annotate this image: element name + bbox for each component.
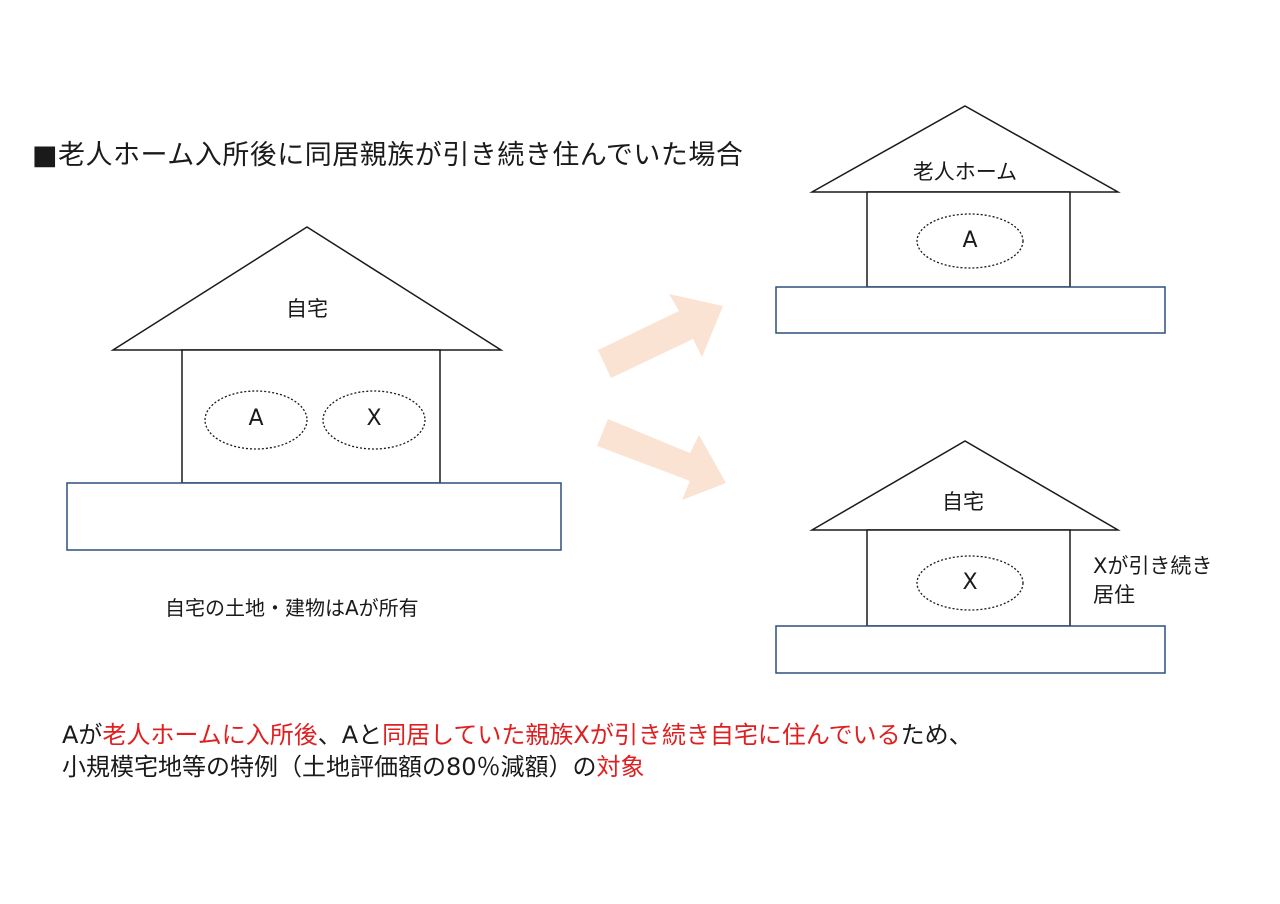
arrow-down-right (597, 419, 726, 500)
left-occupant-a-label: A (248, 406, 264, 431)
continued-residence-note-line1: Xが引き続き (1093, 554, 1213, 578)
conclusion-highlight: 同居していた親族Xが引き続き自宅に住んでいる (382, 721, 901, 749)
conclusion-segment: 小規模宅地等の特例（土地評価額の80％減額）の (62, 753, 597, 781)
nursing-home-occupant-label: A (962, 228, 978, 253)
left-occupant-a-oval (204, 390, 308, 450)
transition-arrows (597, 294, 726, 500)
nursing-home (775, 105, 1166, 334)
nursing-home-body (866, 191, 1071, 288)
ownership-caption: 自宅の土地・建物はAが所有 (165, 596, 419, 620)
left-occupant-x-oval (322, 390, 426, 450)
page-title: ■老人ホーム入所後に同居親族が引き続き住んでいた場合 (32, 140, 744, 171)
right-home-roof-label: 自宅 (942, 490, 984, 514)
right-home-land (775, 625, 1166, 674)
right-home-occupant-oval (916, 555, 1024, 611)
conclusion-line-1: Aが老人ホームに入所後、Aと同居していた親族Xが引き続き自宅に住んでいるため、 (62, 719, 973, 751)
nursing-home-roof-label: 老人ホーム (912, 160, 1018, 184)
right-home (775, 440, 1166, 674)
nursing-home-occupant-oval (916, 213, 1024, 269)
left-occupant-x-label: X (366, 406, 382, 431)
conclusion-highlight: 対象 (596, 753, 645, 781)
conclusion-highlight: 老人ホームに入所後 (102, 721, 318, 749)
left-house-land (66, 482, 562, 551)
continued-residence-note-line2: 居住 (1093, 583, 1135, 607)
continued-residence-note: Xが引き続き 居住 (1093, 552, 1243, 610)
conclusion-line-2: 小規模宅地等の特例（土地評価額の80％減額）の対象 (62, 751, 973, 783)
arrow-up-right (598, 294, 723, 378)
conclusion-segment: 、Aと (317, 721, 383, 749)
conclusion-text: Aが老人ホームに入所後、Aと同居していた親族Xが引き続き自宅に住んでいるため、 … (62, 719, 973, 783)
left-house-roof (110, 226, 504, 351)
nursing-home-land (775, 286, 1166, 334)
conclusion-segment: Aが (62, 721, 103, 749)
left-house-roof-label: 自宅 (286, 297, 328, 321)
right-home-occupant-label: X (962, 570, 978, 595)
left-house (66, 226, 562, 551)
conclusion-segment: ため、 (900, 721, 973, 749)
left-house-body (181, 349, 441, 484)
